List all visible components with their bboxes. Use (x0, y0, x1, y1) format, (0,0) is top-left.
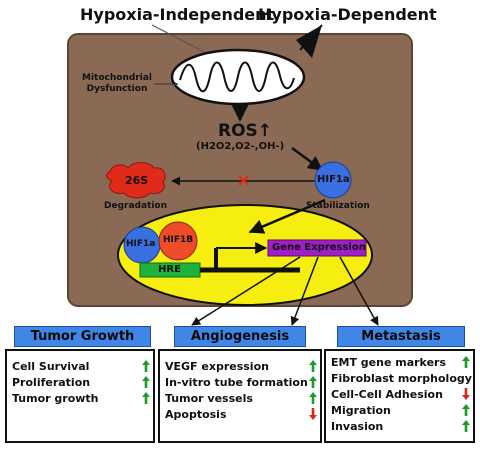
mito-dysfunction-label: Mitochondrial Dysfunction (77, 73, 157, 95)
outcome-item-label: Migration (331, 404, 391, 417)
outcome-item-label: Tumor vessels (165, 392, 253, 405)
outcome-item-label: Fibroblast morphology (331, 372, 472, 385)
up-arrow-icon (462, 420, 470, 432)
outcome-item-label: EMT gene markers (331, 356, 447, 369)
block-mark: × (236, 170, 252, 191)
hypoxia-dependent-label: Hypoxia-Dependent (258, 5, 437, 24)
ros-to-hif1a-arrow (291, 146, 324, 172)
ros-species: (H2O2,O2-,OH-) (196, 141, 285, 152)
outcome-item: Invasion (326, 419, 473, 435)
outcome-item: Tumor growth (7, 391, 153, 407)
down-arrow-icon (462, 388, 470, 400)
stabilization-label: Stabilization (306, 201, 370, 211)
degradation-label: Degradation (104, 201, 168, 211)
outcome-item-label: VEGF expression (165, 360, 269, 373)
outcome-item: EMT gene markers (326, 355, 473, 371)
complex-hif1a-label: HIF1a (126, 239, 156, 249)
proteasome-label: 26S (125, 174, 149, 187)
up-arrow-icon (142, 376, 150, 388)
hif1a-node (314, 161, 352, 199)
outcome-item-label: Proliferation (12, 376, 91, 389)
outcome-item-label: Tumor growth (12, 392, 99, 405)
outcome-item-label: Cell-Cell Adhesion (331, 388, 443, 401)
up-arrow-icon (309, 360, 317, 372)
up-arrow-icon (462, 404, 470, 416)
tumor-growth-title: Tumor Growth (14, 326, 151, 347)
proteasome-26s (106, 161, 166, 199)
independent-connector (151, 24, 211, 56)
outcome-item: Migration (326, 403, 473, 419)
to-metastasis-arrow (339, 256, 379, 326)
hif1a-to-nucleus-arrow (248, 198, 326, 234)
outcome-item-label: Apoptosis (165, 408, 227, 421)
gene-expression-label: Gene Expression (272, 242, 366, 253)
outcome-item-label: Cell Survival (12, 360, 90, 373)
metastasis-title: Metastasis (337, 326, 465, 347)
hif1a-label: HIF1a (317, 174, 350, 185)
mitochondrion-icon (170, 48, 306, 106)
outcome-item: Cell-Cell Adhesion (326, 387, 473, 403)
to-angiogenesis-arrow (290, 256, 319, 326)
outcome-item: Cell Survival (7, 359, 153, 375)
up-arrow-icon (309, 376, 317, 388)
angiogenesis-title: Angiogenesis (174, 326, 306, 347)
dependent-connector (299, 24, 323, 51)
ros-label: ROS↑ (218, 121, 273, 141)
outcome-item: VEGF expression (160, 359, 320, 375)
hypoxia-independent-label: Hypoxia-Independent (80, 5, 275, 24)
outcome-item: Tumor vessels (160, 391, 320, 407)
complex-hif1b-node (158, 221, 198, 261)
down-arrow-icon (309, 408, 317, 420)
mito-label-line2: Dysfunction (86, 84, 148, 94)
to-tumor-growth-arrow (191, 256, 301, 326)
outcome-item: Proliferation (7, 375, 153, 391)
hre-label: HRE (158, 264, 181, 275)
outcome-item: In-vitro tube formation (160, 375, 320, 391)
up-arrow-icon (142, 392, 150, 404)
up-arrow-icon (309, 392, 317, 404)
outcome-item: Apoptosis (160, 407, 320, 423)
gene-expression-box (267, 239, 367, 257)
outcome-item-label: In-vitro tube formation (165, 376, 308, 389)
up-arrow-icon (462, 356, 470, 368)
mito-label-line1: Mitochondrial (82, 73, 152, 83)
up-arrow-icon (142, 360, 150, 372)
outcome-item: Fibroblast morphology (326, 371, 473, 387)
outcome-item-label: Invasion (331, 420, 384, 433)
complex-hif1b-label: HIF1B (163, 235, 194, 245)
